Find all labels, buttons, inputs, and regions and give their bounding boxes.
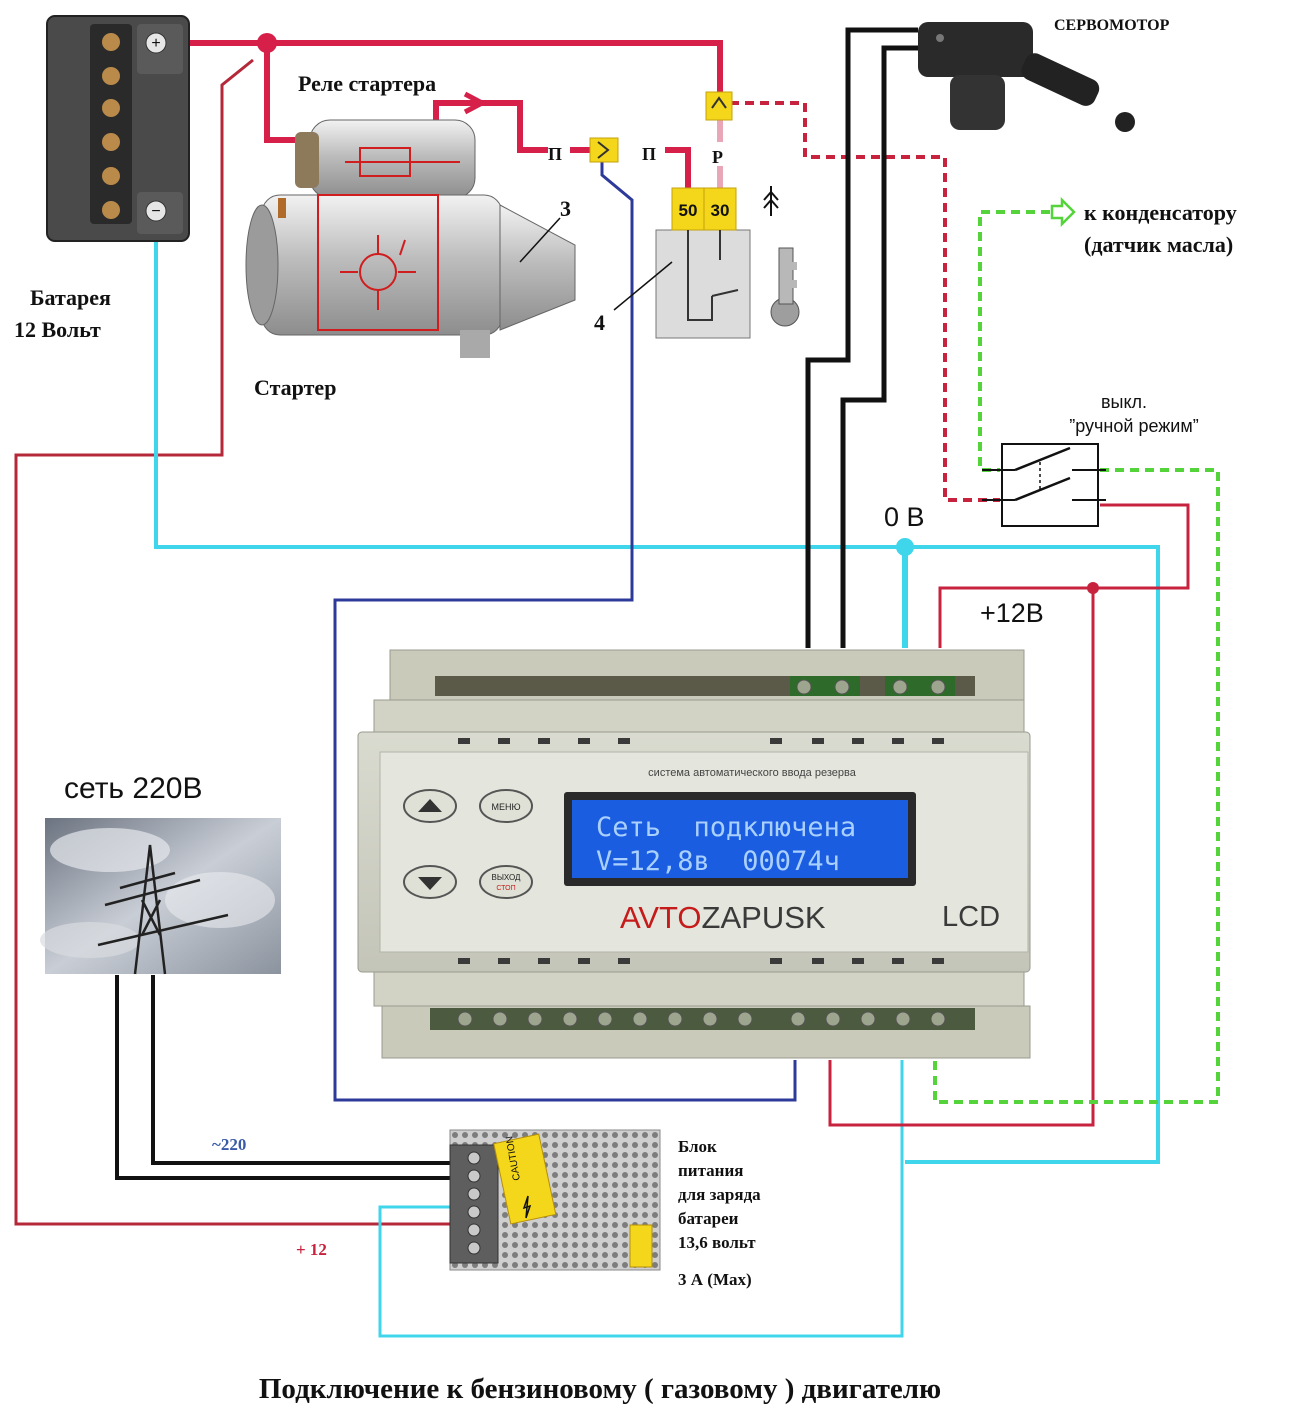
psu-line1: Блок: [678, 1137, 717, 1156]
arrow-right-icon: [1050, 196, 1076, 228]
relay-wire-arrow: [463, 91, 488, 115]
capacitor-label-line1: к конденсатору: [1084, 200, 1237, 225]
terminal-p2-label: П: [642, 144, 656, 164]
psu-line4: батареи: [678, 1209, 739, 1228]
menu-button[interactable]: МЕНЮ: [479, 789, 533, 823]
starter-label: Стартер: [254, 375, 336, 400]
starter-signal-wire: [333, 150, 797, 1102]
terminal-r-label: Р: [712, 147, 723, 167]
mains-wire-1: [115, 975, 450, 1180]
plus12v-label: +12В: [980, 598, 1044, 628]
plus12-device-wire: [938, 503, 1190, 648]
power-supply-icon: CAUTION: [449, 1129, 661, 1271]
capacitor-label-line2: (датчик масла): [1084, 232, 1233, 257]
exit-stop-button[interactable]: ВЫХОД СТОП: [479, 865, 533, 899]
junction-dot: [257, 33, 277, 53]
battery-label-line2: 12 Вольт: [14, 317, 101, 342]
p-to-50-wire: [665, 147, 691, 188]
plus12-label: + 12: [296, 1240, 327, 1259]
mains-label: сеть 220В: [64, 772, 202, 805]
svg-text:−: −: [151, 203, 160, 220]
ac220-label: ~220: [212, 1135, 246, 1154]
psu-line3: для заряда: [678, 1185, 761, 1204]
starter-motor-icon: [245, 119, 576, 358]
servo-wire-2: [840, 45, 918, 648]
psu-line5: 13,6 вольт: [678, 1233, 756, 1252]
callout-3-label: 3: [560, 196, 571, 221]
battery-minus-red-wire: [14, 58, 450, 1226]
oil-sensor-dashed-wire: [978, 210, 1050, 472]
ground-junction-dot: [896, 538, 914, 556]
servo-motor-icon: [918, 22, 1135, 132]
psu-line6: 3 А (Max): [678, 1270, 752, 1289]
switch-icon: [982, 443, 1106, 527]
avtozapusk-controller: система автоматического ввода резерва Се…: [357, 649, 1031, 1059]
ground-wire: [154, 222, 1160, 1164]
brand-avto: AVTOZAPUSK: [620, 900, 826, 935]
terminal-50-label: 50: [679, 201, 698, 220]
menu-button-label: МЕНЮ: [491, 802, 520, 812]
svg-text:+: +: [151, 35, 160, 52]
lcd-line2: V=12,8в 00074ч: [596, 846, 840, 877]
ignition-key-icon: [770, 247, 800, 327]
battery-to-starter-wire: [264, 43, 300, 143]
servo-wire-1: [805, 27, 918, 648]
callout-4-label: 4: [594, 310, 605, 335]
mains-wire-2: [151, 975, 450, 1165]
starter-relay-label: Реле стартера: [298, 71, 436, 96]
down-button[interactable]: [403, 865, 457, 899]
psu-description: Блок питания для заряда батареи 13,6 вол…: [678, 1137, 761, 1289]
terminal-p1-label: П: [548, 144, 562, 164]
model-label: LCD: [942, 901, 1000, 933]
lcd-line1: Сеть подключена: [596, 812, 856, 843]
psu-line2: питания: [678, 1161, 743, 1180]
callout-4-leader: [613, 261, 673, 311]
battery-plus-wire: [160, 40, 723, 92]
oil-sensor-return-wire: [933, 468, 1220, 1104]
switch-label-line2: ”ручной режим”: [1069, 416, 1198, 436]
plus12-down-wire: [828, 588, 1095, 1127]
device-caption: система автоматического ввода резерва: [648, 767, 857, 779]
exit-button-label: ВЫХОД: [492, 873, 522, 882]
zero-v-label: 0 В: [884, 502, 925, 532]
servo-label: СЕРВОМОТОР: [1054, 17, 1170, 34]
battery-icon: + −: [46, 15, 190, 242]
antenna-icon: [763, 186, 779, 216]
relay-control-wire: [433, 100, 548, 153]
ignition-switch: 50 30: [655, 187, 751, 339]
page-title: Подключение к бензиновому ( газовому ) д…: [259, 1373, 941, 1405]
stop-button-label: СТОП: [496, 885, 515, 892]
up-button[interactable]: [403, 789, 457, 823]
wires: [14, 27, 1220, 1338]
p-terminal-connectors: П П Р: [548, 91, 733, 167]
battery-label-line1: Батарея: [30, 285, 111, 310]
callout-3-leader: [519, 217, 561, 263]
switch-label-line1: выкл.: [1101, 392, 1147, 412]
terminal-30-label: 30: [711, 201, 730, 220]
power-line-tower-icon: [40, 818, 281, 975]
dashed-red-wire: [730, 101, 1000, 502]
device-ground-down-wire: [378, 1060, 904, 1338]
